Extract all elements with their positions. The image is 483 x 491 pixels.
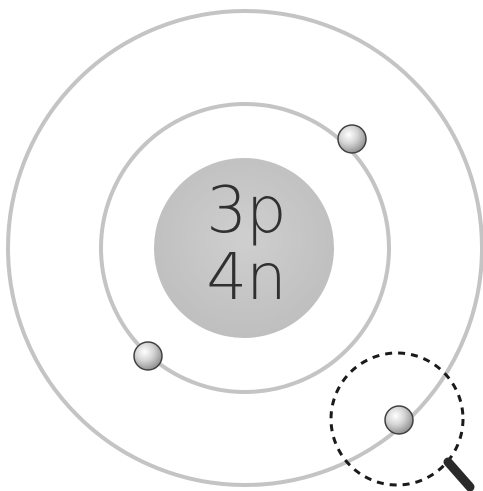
electron-inner-top [338, 125, 366, 153]
electron-inner-bottom [134, 342, 162, 370]
proton-count-label: 3p [206, 174, 285, 248]
electron-outer [385, 406, 413, 434]
neutron-count-label: 4n [206, 241, 285, 315]
